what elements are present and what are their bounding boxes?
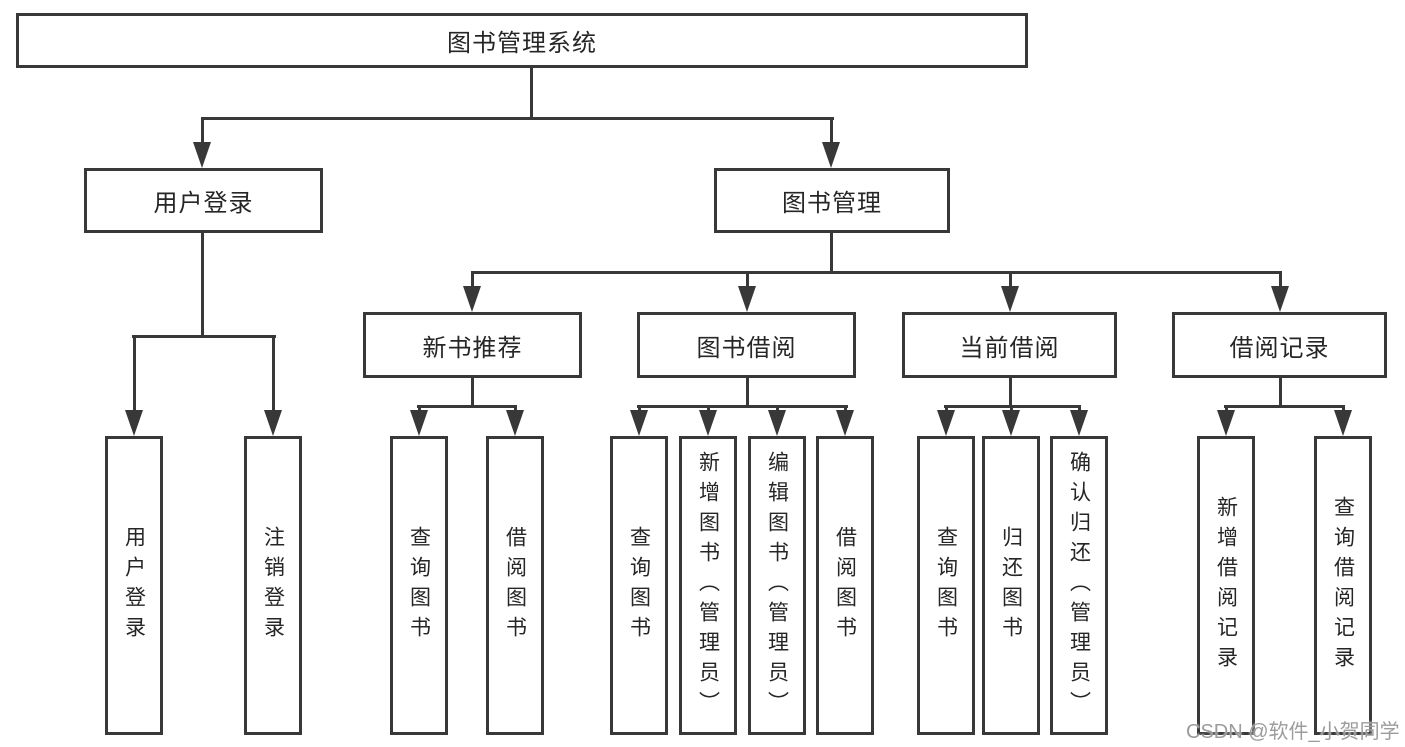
leaf-bb-query-books: 查询图书 bbox=[610, 436, 668, 735]
arrowhead-down-icon bbox=[1217, 410, 1235, 436]
arrowhead-down-icon bbox=[1070, 410, 1088, 436]
connector-line bbox=[637, 405, 848, 408]
node-label: 新增图书（管理员） bbox=[696, 450, 720, 721]
node-library-management-system: 图书管理系统 bbox=[16, 13, 1028, 68]
node-label: 新增借阅记录 bbox=[1214, 495, 1238, 676]
connector-line bbox=[471, 271, 1281, 274]
node-label: 查询借阅记录 bbox=[1331, 495, 1355, 676]
leaf-nb-borrow-books: 借阅图书 bbox=[486, 436, 544, 735]
arrowhead-down-icon bbox=[193, 142, 211, 168]
node-label: 当前借阅 bbox=[959, 334, 1060, 362]
node-user-login: 用户登录 bbox=[84, 168, 323, 233]
connector-line bbox=[1278, 378, 1282, 408]
node-label: 归还图书 bbox=[999, 525, 1023, 646]
arrowhead-down-icon bbox=[1001, 286, 1019, 312]
arrowhead-down-icon bbox=[264, 410, 282, 436]
node-book-borrowing: 图书借阅 bbox=[637, 312, 856, 378]
node-label: 图书借阅 bbox=[696, 334, 797, 362]
connector-line bbox=[829, 233, 833, 274]
leaf-user-login: 用户登录 bbox=[105, 436, 163, 735]
arrowhead-down-icon bbox=[937, 410, 955, 436]
node-label: 借阅记录 bbox=[1229, 334, 1330, 362]
arrowhead-down-icon bbox=[463, 286, 481, 312]
node-label: 图书管理 bbox=[782, 190, 882, 217]
connector-line bbox=[1278, 271, 1282, 291]
connector-line bbox=[201, 117, 834, 120]
connector-line bbox=[1008, 378, 1012, 408]
connector-line bbox=[132, 335, 276, 338]
node-label: 编辑图书（管理员） bbox=[765, 450, 789, 721]
connector-line bbox=[829, 117, 833, 147]
leaf-bb-add-books-admin: 新增图书（管理员） bbox=[679, 436, 737, 735]
node-label: 借阅图书 bbox=[833, 525, 857, 646]
connector-line bbox=[132, 335, 136, 415]
connector-line bbox=[745, 378, 749, 408]
watermark: CSDN @软件_小贺同学 bbox=[1186, 721, 1400, 743]
connector-line bbox=[745, 271, 749, 291]
node-label: 用户登录 bbox=[122, 525, 146, 646]
node-label: 查询图书 bbox=[627, 525, 651, 646]
arrowhead-down-icon bbox=[506, 410, 524, 436]
connector-line bbox=[200, 117, 204, 147]
leaf-br-add-borrow-record: 新增借阅记录 bbox=[1197, 436, 1255, 735]
node-label: 确认归还（管理员） bbox=[1067, 450, 1091, 721]
leaf-cb-query-books: 查询图书 bbox=[917, 436, 975, 735]
connector-line bbox=[271, 335, 275, 415]
arrowhead-down-icon bbox=[125, 410, 143, 436]
arrowhead-down-icon bbox=[630, 410, 648, 436]
arrowhead-down-icon bbox=[768, 410, 786, 436]
leaf-br-query-borrow-record: 查询借阅记录 bbox=[1314, 436, 1372, 735]
connector-line bbox=[470, 378, 474, 408]
node-label: 借阅图书 bbox=[503, 525, 527, 646]
node-label: 注销登录 bbox=[261, 525, 285, 646]
connector-line bbox=[529, 68, 533, 120]
node-label: 查询图书 bbox=[934, 525, 958, 646]
connector-line bbox=[200, 233, 204, 337]
connector-line bbox=[1008, 271, 1012, 291]
arrowhead-down-icon bbox=[699, 410, 717, 436]
node-new-book-recommend: 新书推荐 bbox=[363, 312, 582, 378]
node-label: 新书推荐 bbox=[422, 334, 523, 362]
connector-line bbox=[470, 271, 474, 291]
leaf-cb-return-books: 归还图书 bbox=[982, 436, 1040, 735]
leaf-cb-confirm-return-admin: 确认归还（管理员） bbox=[1050, 436, 1108, 735]
arrowhead-down-icon bbox=[738, 286, 756, 312]
node-borrowing-records: 借阅记录 bbox=[1172, 312, 1387, 378]
leaf-logout: 注销登录 bbox=[244, 436, 302, 735]
leaf-nb-query-books: 查询图书 bbox=[390, 436, 448, 735]
arrowhead-down-icon bbox=[836, 410, 854, 436]
node-label: 用户登录 bbox=[153, 190, 254, 217]
node-label: 查询图书 bbox=[407, 525, 431, 646]
connector-line bbox=[1224, 405, 1345, 408]
arrowhead-down-icon bbox=[1002, 410, 1020, 436]
arrowhead-down-icon bbox=[1334, 410, 1352, 436]
leaf-bb-borrow-books: 借阅图书 bbox=[816, 436, 874, 735]
connector-line bbox=[944, 405, 1081, 408]
node-current-borrowing: 当前借阅 bbox=[902, 312, 1117, 378]
arrowhead-down-icon bbox=[1271, 286, 1289, 312]
arrowhead-down-icon bbox=[410, 410, 428, 436]
node-label: 图书管理系统 bbox=[447, 30, 597, 57]
arrowhead-down-icon bbox=[822, 142, 840, 168]
node-book-management: 图书管理 bbox=[714, 168, 950, 233]
leaf-bb-edit-books-admin: 编辑图书（管理员） bbox=[748, 436, 806, 735]
connector-line bbox=[417, 405, 516, 408]
